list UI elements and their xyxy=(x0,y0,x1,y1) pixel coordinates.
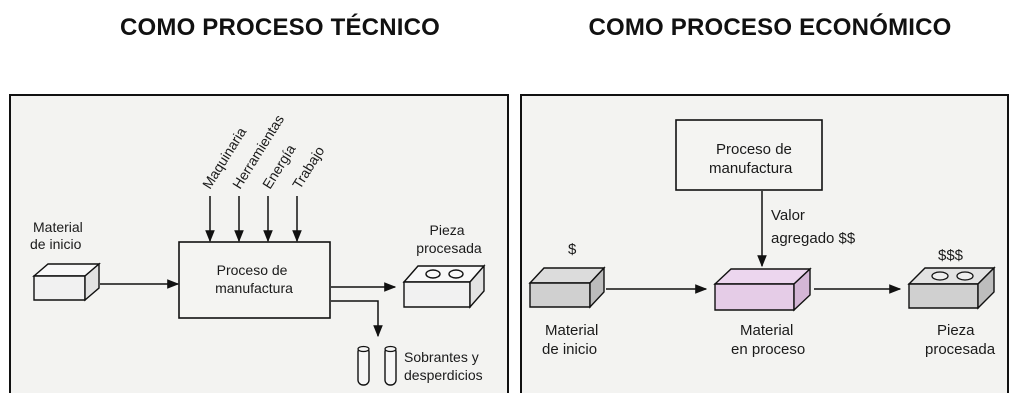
heading-economic-process: COMO PROCESO ECONÓMICO xyxy=(588,14,952,41)
heading-technical-process: COMO PROCESO TÉCNICO xyxy=(119,14,441,41)
econ-in-process-block xyxy=(713,267,812,312)
tech-waste-label: Sobrantes y desperdicios xyxy=(404,349,483,383)
economic-process-panel: Proceso de manufactura Valor agregado $$… xyxy=(520,94,1009,393)
econ-start-material-label: Material de inicio xyxy=(542,322,603,358)
econ-value-added-label: Valor agregado $$ xyxy=(771,207,856,247)
tech-arrow-to-waste xyxy=(331,300,383,338)
tech-waste-cylinders xyxy=(357,345,397,386)
tech-start-material-block xyxy=(32,262,101,302)
econ-output-part-block xyxy=(907,266,996,310)
econ-process-label: Proceso de manufactura xyxy=(709,141,796,177)
econ-in-process-label: Material en proceso xyxy=(731,322,805,358)
econ-process-box xyxy=(675,119,823,191)
tech-process-label: Proceso de manufactura xyxy=(215,262,293,296)
tech-output-part-block xyxy=(402,264,486,309)
econ-output-value: $$$ xyxy=(938,247,964,264)
econ-start-value: $ xyxy=(568,241,577,258)
technical-process-panel: Material de inicio Proceso de manufactur… xyxy=(9,94,509,393)
tech-start-material-label: Material de inicio xyxy=(30,219,87,252)
econ-start-material-block xyxy=(528,266,606,309)
tech-output-part-label: Pieza procesada xyxy=(416,222,482,256)
tech-process-box xyxy=(178,241,331,319)
econ-output-part-label: Pieza procesada xyxy=(925,322,996,358)
